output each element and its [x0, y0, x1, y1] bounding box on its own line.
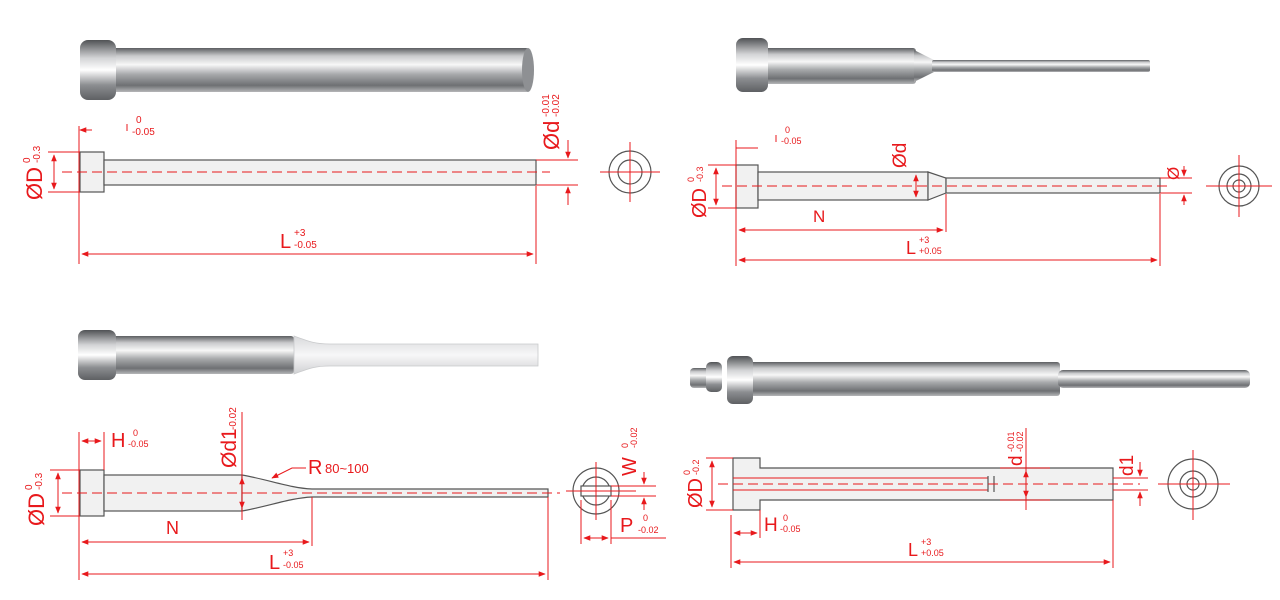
q4-L-label: L [908, 540, 918, 560]
q1-end-view [600, 142, 660, 202]
q3-R-label: R [308, 457, 322, 479]
q3-D-label: ØD [24, 493, 49, 526]
q4-pin-photo [690, 356, 1250, 404]
q4-H-label: H [764, 515, 778, 536]
q1-D-label: ØD [22, 167, 47, 200]
q2-L-tol-top: +3 [919, 235, 929, 245]
q4-H-tol-top: 0 [783, 513, 788, 523]
q2-D-tol-top: 0 [686, 177, 696, 182]
q3-P-label: P [620, 515, 633, 537]
q4-d-tol-bot: -0.02 [1015, 431, 1025, 452]
q1-L-label: L [280, 231, 291, 253]
q2-H-tol-bot: -0.05 [781, 136, 802, 146]
q3-H-label: H [111, 430, 125, 452]
q3-P-tol-bot: -0.02 [638, 525, 659, 535]
q3-L-tol-bot: -0.05 [283, 560, 304, 570]
q1-pin-photo [80, 40, 534, 100]
q3-R-value: 80~100 [325, 461, 369, 476]
q3-D-tol-bot: -0.3 [34, 472, 45, 490]
q2-d-label: Ød [890, 143, 911, 168]
q4-D-label: ØD [685, 478, 707, 508]
q2-pin-photo [736, 38, 1150, 92]
q1-D-tol-top: 0 [22, 157, 33, 163]
q3-d1-tol: -0.02 [228, 407, 239, 430]
q3-d1-label: Ød1 [218, 428, 241, 468]
q4-L-tol-bot: +0.05 [921, 548, 944, 558]
q4-drawing: ØD 0 -0.2 d -0.01 -0.02 d1 H 0 -0.05 L +… [682, 428, 1148, 568]
q3-pin-photo [78, 330, 539, 380]
q1-H-tol-top: 0 [136, 115, 142, 126]
q3-L-label: L [269, 552, 280, 574]
q4-L-tol-top: +3 [921, 537, 931, 547]
q2-drawing: 0 -0.05 ØD 0 -0.3 Ød Ø N L +3 +0.05 [686, 125, 1192, 266]
q3-W-tol-top: 0 [620, 443, 630, 448]
q2-D-tol-bot: -0.3 [695, 166, 705, 182]
q2-L-tol-bot: +0.05 [919, 246, 942, 256]
q3-D-tol-top: 0 [24, 484, 35, 490]
q1-D-tol-bot: -0.3 [32, 145, 43, 163]
q3-L-tol-top: +3 [283, 548, 293, 558]
q2-L-label: L [906, 238, 916, 258]
q3-end-view: W 0 -0.02 P 0 -0.02 [566, 427, 666, 544]
q3-drawing: H 0 -0.05 ØD 0 -0.3 Ød1 -0.02 R 80~100 N… [24, 407, 560, 580]
q4-D-tol-bot: -0.2 [691, 459, 701, 475]
q4-d-tol-top: -0.01 [1006, 431, 1016, 452]
q3-N-label: N [166, 518, 179, 538]
q4-d-label: d [1006, 455, 1027, 466]
q1-L-tol-bot: -0.05 [294, 240, 317, 251]
q1-d-label: Ød [539, 121, 564, 150]
q2-end-view [1206, 155, 1272, 217]
q4-H-tol-bot: -0.05 [780, 524, 801, 534]
q2-H-tol-top: 0 [785, 125, 790, 135]
q1-L-tol-top: +3 [294, 228, 306, 239]
q4-D-tol-top: 0 [682, 470, 692, 475]
q2-d1-label: Ø [1164, 167, 1183, 180]
q3-H-tol-top: 0 [133, 428, 138, 438]
q3-W-tol-bot: -0.02 [629, 427, 639, 448]
q2-N-label: N [813, 207, 825, 226]
q3-H-tol-bot: -0.05 [128, 439, 149, 449]
q4-d1-label: d1 [1117, 455, 1138, 476]
q4-end-view [1158, 450, 1230, 520]
q2-D-label: ØD [689, 188, 711, 218]
q1-H-tol-bot: -0.05 [132, 127, 155, 138]
q3-P-tol-top: 0 [643, 513, 648, 523]
q1-d-tol-top: -0.01 [541, 94, 552, 117]
q1-d-tol-bot: -0.02 [551, 94, 562, 117]
q1-drawing: 0 -0.05 ØD 0 -0.3 Ød -0.01 -0.02 L +3 -0… [22, 94, 578, 264]
q3-W-label: W [619, 457, 641, 476]
